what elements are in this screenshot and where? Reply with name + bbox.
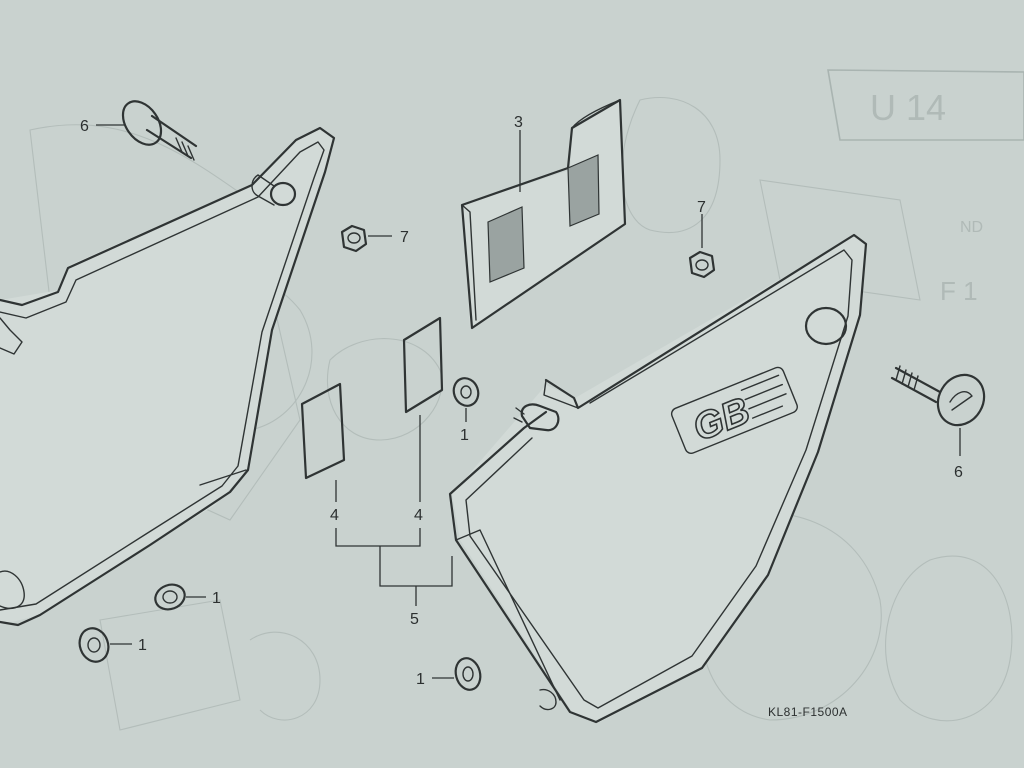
right-side-cover: GB <box>448 233 868 724</box>
callout-pad-right: 4 <box>414 507 423 524</box>
figure-code: KL81-F1500A <box>768 705 848 719</box>
emblem-sticker-sheet: 3 <box>460 98 627 330</box>
callout-nut-left: 7 <box>400 229 409 246</box>
grommet-center: 1 <box>452 377 480 444</box>
callout-nut-right: 7 <box>697 199 706 216</box>
svg-text:ND: ND <box>960 219 983 236</box>
callout-emblem-sheet: 3 <box>514 114 523 131</box>
svg-text:F 1: F 1 <box>940 276 978 306</box>
grommet-left-bottom: 1 <box>78 627 147 663</box>
nut-right: 7 <box>688 199 716 279</box>
nut-left: 7 <box>340 224 409 253</box>
left-side-cover <box>0 126 336 627</box>
grommet-left-lower: 1 <box>154 583 221 611</box>
callout-grommet-right-bottom: 1 <box>416 671 425 688</box>
knob-bolt-left: 6 <box>80 100 198 161</box>
cushion-pads: 4 4 5 <box>300 316 453 628</box>
callout-grommet-left-lower: 1 <box>212 590 221 607</box>
background-page-label: U 14 <box>870 87 946 128</box>
knob-bolt-right: 6 <box>890 365 986 481</box>
callout-pad-left: 4 <box>330 507 339 524</box>
callout-grommet-left-bottom: 1 <box>138 637 147 654</box>
callout-knob-right: 6 <box>954 464 963 481</box>
callout-grommet-center: 1 <box>460 427 469 444</box>
grommet-right-bottom: 1 <box>416 657 482 691</box>
callout-pad-set: 5 <box>410 611 419 628</box>
callout-knob-left: 6 <box>80 118 89 135</box>
